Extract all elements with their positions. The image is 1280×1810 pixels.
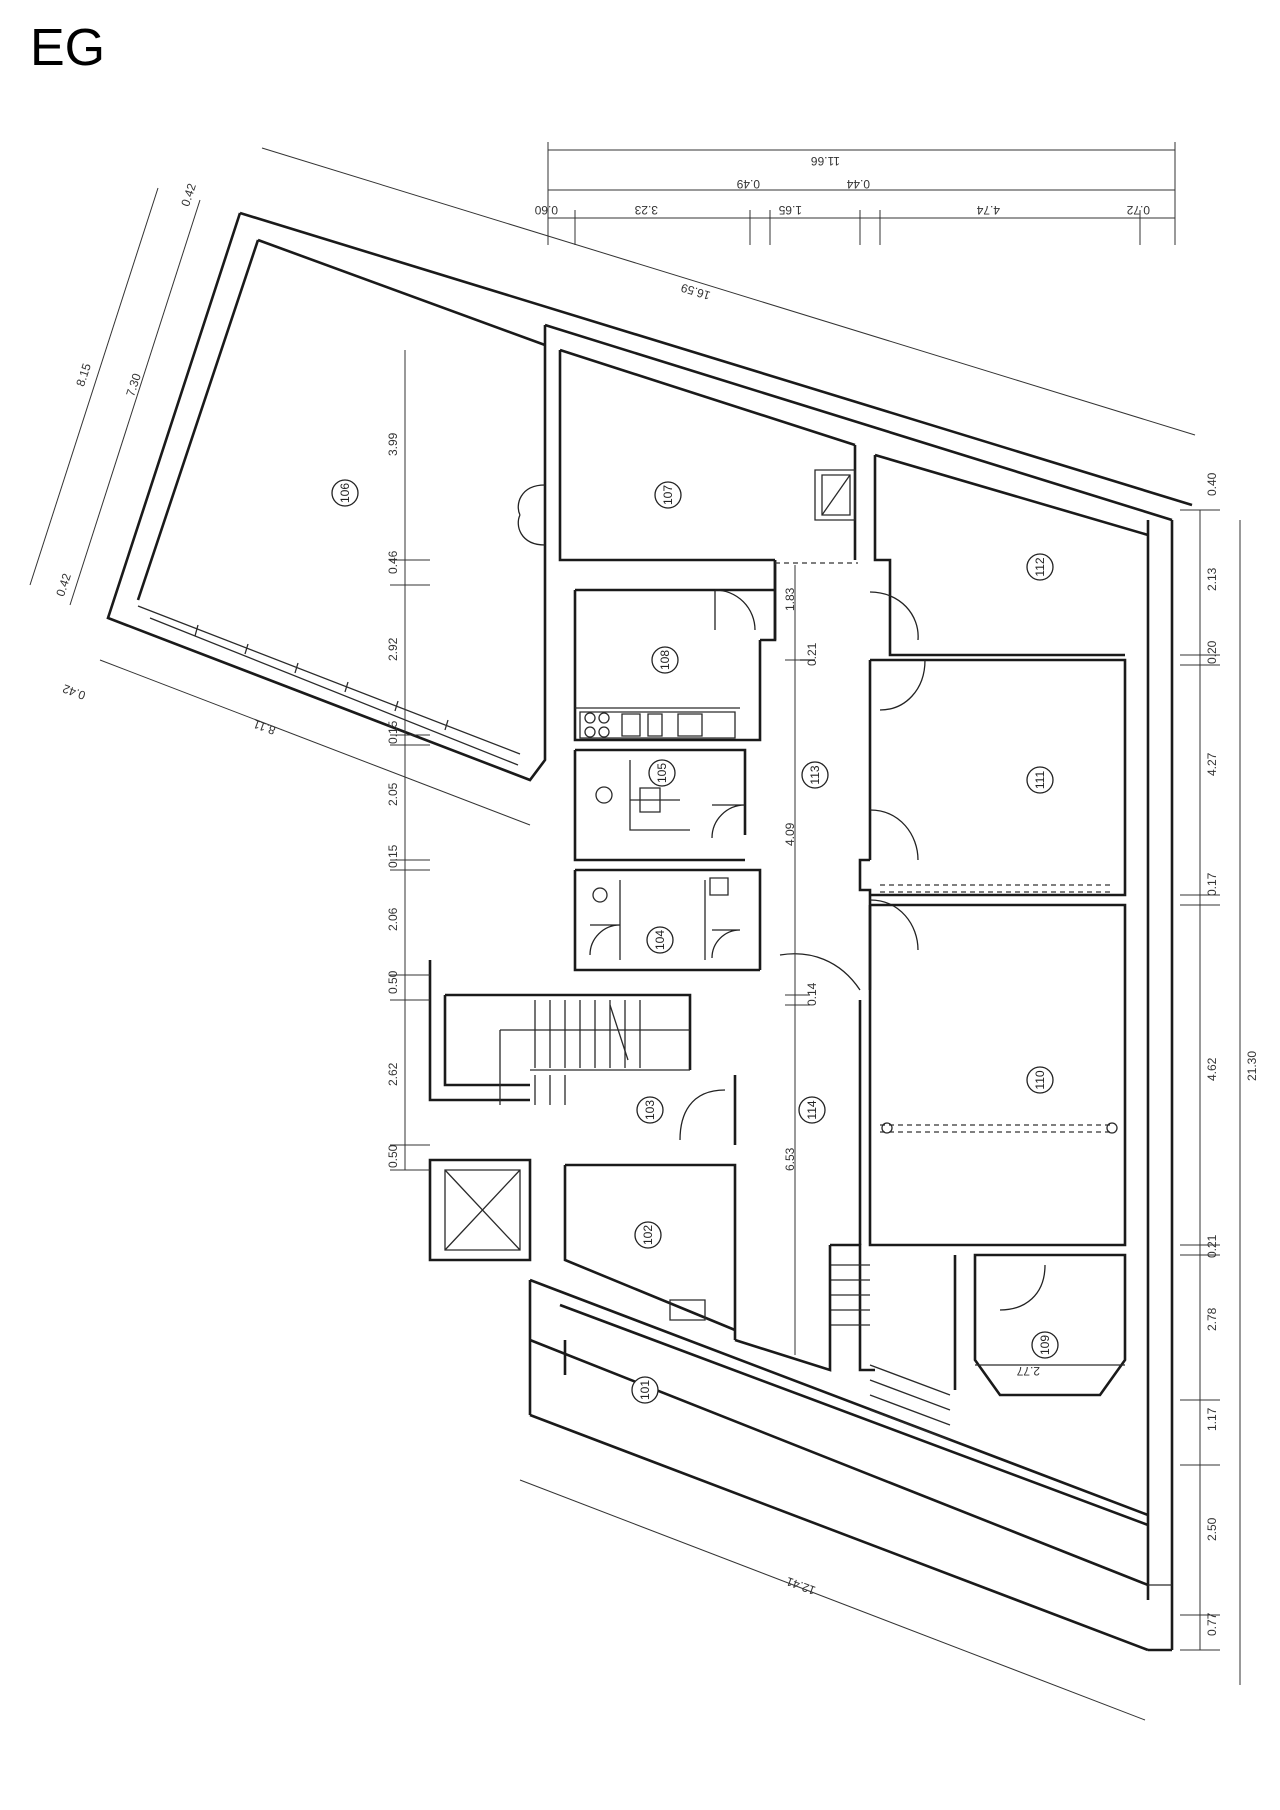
dim-left-b: 0.42 (53, 571, 74, 598)
dim-top-a: 0.44 (846, 177, 870, 191)
dim-top-g: 0.72 (1126, 203, 1150, 217)
dim-v-015b: 0.15 (386, 844, 400, 868)
dim-c-014: 0.14 (805, 982, 819, 1006)
room-108-label: 108 (658, 650, 672, 670)
dim-v-050b: 0.50 (386, 1144, 400, 1168)
room-110[interactable]: 110 (1026, 1066, 1054, 1094)
dim-left-c: 0.42 (60, 681, 87, 702)
dim-c-021: 0.21 (805, 642, 819, 666)
room-112-label: 112 (1033, 557, 1047, 576)
dim-c-183: 1.83 (783, 587, 797, 611)
dim-left-inner: 7.30 (123, 371, 144, 398)
dim-v-050a: 0.50 (386, 970, 400, 994)
dim-r-020: 0.20 (1205, 640, 1219, 664)
dim-c-653: 6.53 (783, 1147, 797, 1171)
room-102-label: 102 (641, 1225, 655, 1245)
room-106[interactable]: 106 (331, 479, 359, 507)
room-106-label: 106 (338, 483, 352, 503)
dim-v-262: 2.62 (386, 1062, 400, 1086)
dim-v-205: 2.05 (386, 782, 400, 806)
dim-top-d: 3.23 (634, 203, 658, 217)
dim-r-total: 21.30 (1245, 1051, 1259, 1081)
dim-r-021: 0.21 (1205, 1234, 1219, 1258)
room-102[interactable]: 102 (634, 1221, 662, 1249)
floor-title: EG (30, 19, 106, 77)
dim-top-c: 0.60 (534, 203, 558, 217)
room-108[interactable]: 108 (651, 646, 679, 674)
room-107-label: 107 (661, 485, 675, 505)
stair-treads (534, 1000, 641, 1105)
room-111[interactable]: 111 (1026, 766, 1054, 794)
dim-bottom-diag: 12.41 (784, 1574, 817, 1598)
room-114-label: 114 (805, 1100, 819, 1119)
dim-w-277: 2.77 (1016, 1364, 1040, 1378)
dim-left-total: 8.15 (73, 361, 94, 388)
dim-top-total: 11.66 (811, 154, 840, 168)
room-112[interactable]: 112 (1026, 553, 1054, 581)
outer-walls (106, 211, 1193, 1652)
room-105-label: 105 (655, 763, 669, 783)
dim-v-399: 3.99 (386, 432, 400, 456)
dim-top-b: 0.49 (736, 177, 760, 191)
room-109[interactable]: 109 (1031, 1331, 1059, 1359)
dim-left-a: 0.42 (178, 181, 199, 208)
room-101[interactable]: 101 (631, 1376, 659, 1404)
dim-v-292: 2.92 (386, 637, 400, 661)
dim-v-206: 2.06 (386, 907, 400, 931)
lower-stair-treads (830, 1264, 951, 1441)
room-103[interactable]: 103 (636, 1096, 664, 1124)
dim-r-017: 0.17 (1205, 872, 1219, 896)
dim-r-040: 0.40 (1205, 472, 1219, 496)
room-101-label: 101 (638, 1380, 652, 1400)
dim-r-427: 4.27 (1205, 752, 1219, 776)
dim-r-278: 2.78 (1205, 1307, 1219, 1331)
dim-r-213: 2.13 (1205, 567, 1219, 591)
room-104[interactable]: 104 (646, 926, 674, 954)
room-113-label: 113 (808, 765, 822, 784)
room-104-label: 104 (653, 930, 667, 950)
interior-walls (428, 348, 1149, 1527)
room-labels: 106 107 112 108 105 113 111 104 (331, 479, 1059, 1404)
room-111-label: 111 (1033, 771, 1047, 790)
room-105[interactable]: 105 (648, 759, 676, 787)
room-110-label: 110 (1033, 1070, 1047, 1089)
dim-v-015a: 0.15 (386, 720, 400, 744)
room-107[interactable]: 107 (654, 481, 682, 509)
room-109-label: 109 (1038, 1335, 1052, 1355)
dim-r-250: 2.50 (1205, 1517, 1219, 1541)
dim-r-117: 1.17 (1205, 1407, 1219, 1431)
dimension-lines (29, 142, 1241, 1721)
dim-c-409: 4.09 (783, 822, 797, 846)
room-103-label: 103 (643, 1100, 657, 1120)
dim-r-462: 4.62 (1205, 1057, 1219, 1081)
dim-top-f: 4.74 (976, 203, 1000, 217)
dim-r-077: 0.77 (1205, 1612, 1219, 1636)
room-114[interactable]: 114 (798, 1096, 826, 1124)
room-113[interactable]: 113 (801, 761, 829, 789)
dim-v-046: 0.46 (386, 550, 400, 574)
dim-diag-top: 16.59 (679, 280, 712, 302)
dim-top-e: 1.65 (778, 203, 802, 217)
